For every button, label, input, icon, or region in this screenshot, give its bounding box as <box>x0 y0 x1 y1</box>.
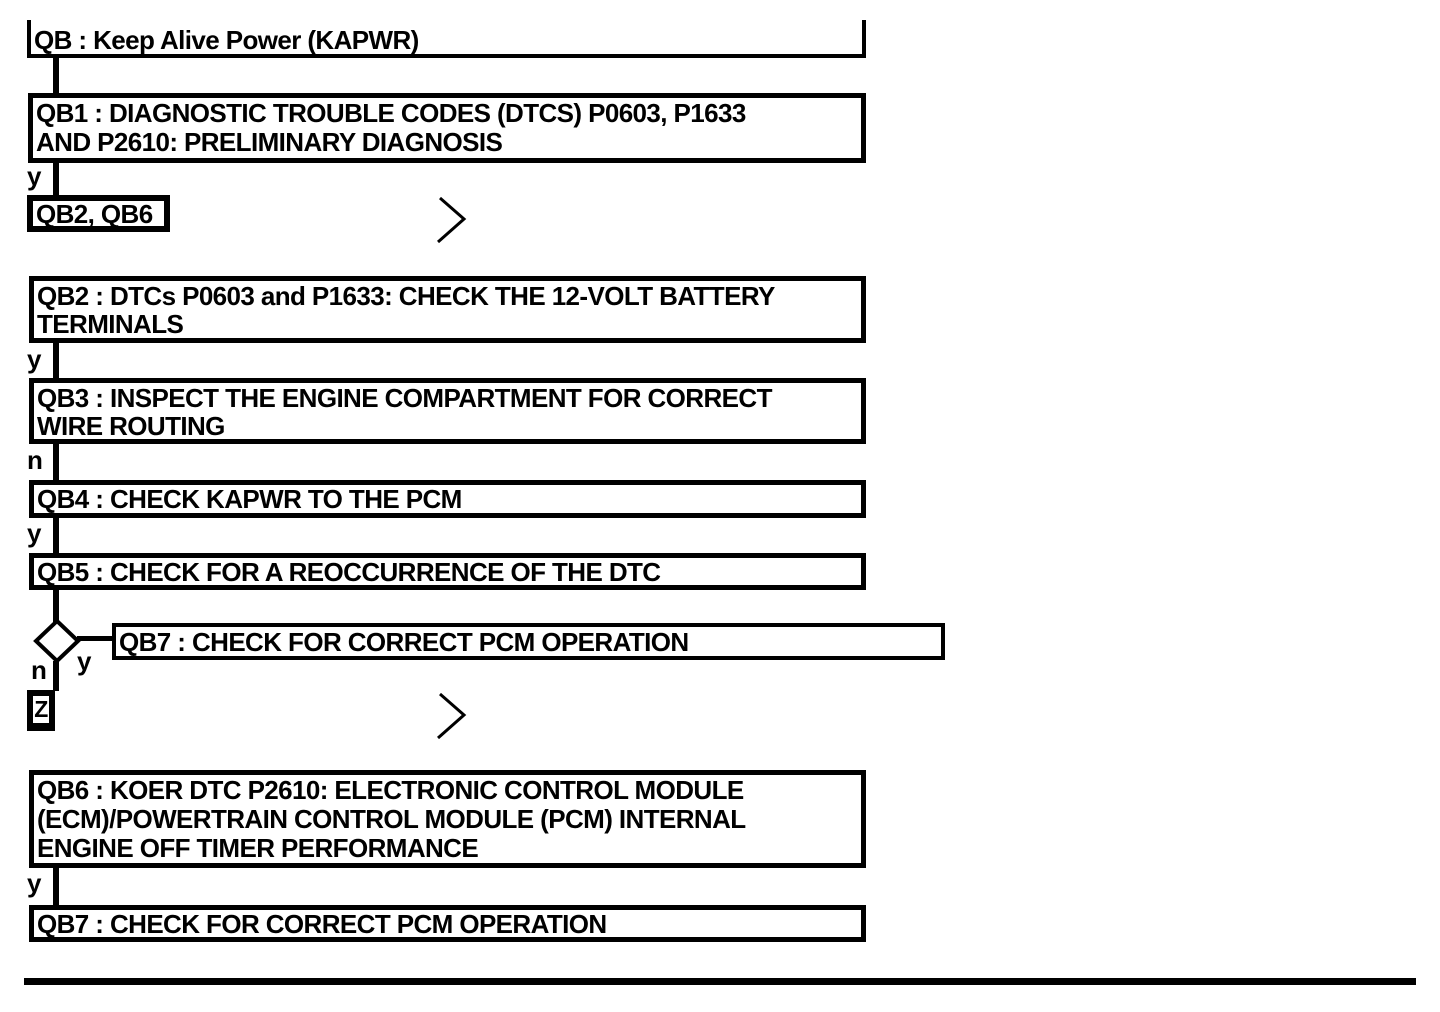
node-ref-qb2-qb6[interactable]: QB2, QB6 <box>27 195 170 232</box>
node-label: QB5 : CHECK FOR A REOCCURRENCE OF THE DT… <box>37 556 661 587</box>
node-label: QB7 : CHECK FOR CORRECT PCM OPERATION <box>119 626 689 657</box>
connector-qb4-qb5 <box>53 517 59 553</box>
node-label: (ECM)/POWERTRAIN CONTROL MODULE (PCM) IN… <box>37 804 746 834</box>
node-label: Z <box>33 696 49 725</box>
connector-qb5-decision <box>53 589 59 622</box>
branch-label-no: n <box>31 655 47 685</box>
node-connector-z[interactable]: Z <box>27 690 55 731</box>
branch-label-yes: y <box>27 868 41 898</box>
node-qb1[interactable]: QB1 : DIAGNOSTIC TROUBLE CODES (DTCS) P0… <box>28 93 866 163</box>
node-qb-title[interactable]: QB : Keep Alive Power (KAPWR) <box>27 20 866 58</box>
node-qb7-right[interactable]: QB7 : CHECK FOR CORRECT PCM OPERATION <box>112 623 945 660</box>
node-label: ENGINE OFF TIMER PERFORMANCE <box>37 833 479 863</box>
node-label: QB2, QB6 <box>36 198 153 229</box>
connector-qb6-qb7 <box>53 868 59 905</box>
chevron-right-icon <box>437 196 467 244</box>
node-label: QB7 : CHECK FOR CORRECT PCM OPERATION <box>37 908 607 939</box>
node-qb3[interactable]: QB3 : INSPECT THE ENGINE COMPARTMENT FOR… <box>29 378 866 444</box>
connector-decision-z <box>53 661 59 691</box>
page-divider <box>24 978 1416 985</box>
node-label: TERMINALS <box>37 309 184 339</box>
connector-qb1-ref <box>53 163 59 196</box>
node-label: QB4 : CHECK KAPWR TO THE PCM <box>37 484 462 514</box>
chevron-right-icon <box>437 692 467 740</box>
node-label: QB6 : KOER DTC P2610: ELECTRONIC CONTROL… <box>37 775 744 805</box>
branch-label-yes: y <box>77 646 91 676</box>
node-qb5[interactable]: QB5 : CHECK FOR A REOCCURRENCE OF THE DT… <box>29 553 866 590</box>
node-qb6[interactable]: QB6 : KOER DTC P2610: ELECTRONIC CONTROL… <box>29 770 866 868</box>
branch-label-yes: y <box>27 344 41 374</box>
node-label: QB2 : DTCs P0603 and P1633: CHECK THE 12… <box>37 281 775 311</box>
node-label: QB3 : INSPECT THE ENGINE COMPARTMENT FOR… <box>37 383 772 413</box>
node-qb7-bottom[interactable]: QB7 : CHECK FOR CORRECT PCM OPERATION <box>29 905 866 942</box>
connector-qb3-qb4 <box>53 443 59 481</box>
branch-label-yes: y <box>27 518 41 548</box>
branch-label-yes: y <box>27 161 41 191</box>
node-qb2[interactable]: QB2 : DTCs P0603 and P1633: CHECK THE 12… <box>29 276 866 343</box>
connector-qb2-qb3 <box>53 342 59 378</box>
connector-decision-qb7 <box>77 636 113 641</box>
connector-qb-qb1 <box>53 58 59 93</box>
node-label: AND P2610: PRELIMINARY DIAGNOSIS <box>36 127 503 157</box>
node-label: QB1 : DIAGNOSTIC TROUBLE CODES (DTCS) P0… <box>36 98 746 128</box>
node-qb4[interactable]: QB4 : CHECK KAPWR TO THE PCM <box>29 480 866 518</box>
branch-label-no: n <box>27 445 43 475</box>
node-label: QB : Keep Alive Power (KAPWR) <box>34 25 419 55</box>
node-label: WIRE ROUTING <box>37 411 225 441</box>
